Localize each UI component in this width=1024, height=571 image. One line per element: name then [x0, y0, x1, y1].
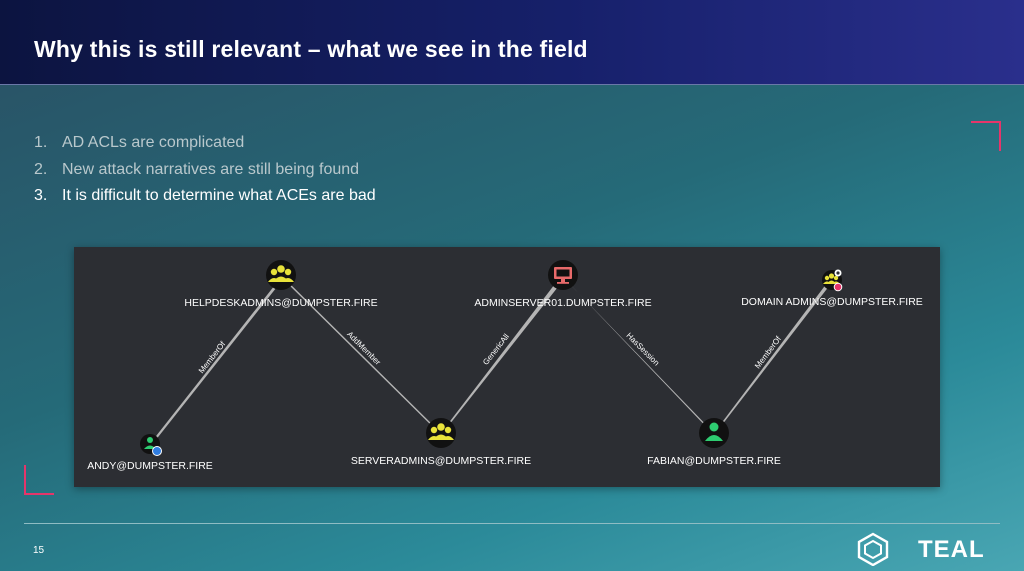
list-item-number: 3.: [34, 187, 48, 204]
group-node-icon[interactable]: [822, 269, 843, 292]
edge-line: [280, 274, 441, 434]
node-label-domain-admins: DOMAIN ADMINS@DUMPSTER.FIRE: [741, 296, 923, 308]
node-label-fabian: FABIAN@DUMPSTER.FIRE: [647, 455, 781, 467]
graph-canvas: MemberOf AddMember GenericAll HasSession…: [140, 260, 843, 456]
points-list: 1. AD ACLs are complicated 2. New attack…: [34, 130, 376, 210]
footer-divider: [24, 523, 1000, 524]
edge-line: [149, 276, 284, 446]
list-item-number: 1.: [34, 134, 48, 151]
list-item-number: 2.: [34, 160, 48, 178]
list-item-text: New attack narratives are still being fo…: [62, 160, 360, 178]
logo-text: TEAL: [918, 536, 985, 563]
corner-accent-top-right: [971, 121, 1001, 151]
list-item: 1. AD ACLs are complicated: [34, 130, 376, 157]
user-node-icon[interactable]: [699, 418, 729, 448]
hexagon-logo-icon: [857, 532, 889, 566]
computer-node-icon[interactable]: [548, 260, 578, 290]
edge-label: MemberOf: [197, 339, 228, 375]
edge-label: HasSession: [624, 331, 661, 368]
corner-accent-bottom-left: [24, 465, 54, 495]
user-node-icon[interactable]: [140, 434, 162, 456]
attack-path-graph: MemberOf AddMember GenericAll HasSession…: [74, 247, 940, 487]
node-label-adminserver01: ADMINSERVER01.DUMPSTER.FIRE: [474, 297, 652, 309]
edge-line: [560, 274, 714, 434]
node-label-serveradmins: SERVERADMINS@DUMPSTER.FIRE: [350, 455, 532, 467]
teal-logo: TEAL: [856, 532, 1000, 566]
title-bar: Why this is still relevant – what we see…: [0, 0, 1024, 85]
list-item-text: It is difficult to determine what ACEs a…: [62, 187, 376, 204]
list-item: 2. New attack narratives are still being…: [34, 157, 376, 184]
list-item-text: AD ACLs are complicated: [62, 134, 245, 151]
node-label-helpdeskadmins: HELPDESKADMINS@DUMPSTER.FIRE: [184, 297, 378, 309]
page-number: 15: [33, 545, 45, 556]
group-node-icon[interactable]: [266, 260, 296, 290]
node-label-andy: ANDY@DUMPSTER.FIRE: [87, 460, 213, 472]
list-item: 3. It is difficult to determine what ACE…: [34, 183, 376, 210]
slide-title: Why this is still relevant – what we see…: [34, 36, 588, 62]
edge-label: AddMember: [345, 330, 382, 367]
edge-line: [714, 279, 833, 434]
group-node-icon[interactable]: [426, 418, 456, 448]
edge-line: [441, 276, 565, 434]
